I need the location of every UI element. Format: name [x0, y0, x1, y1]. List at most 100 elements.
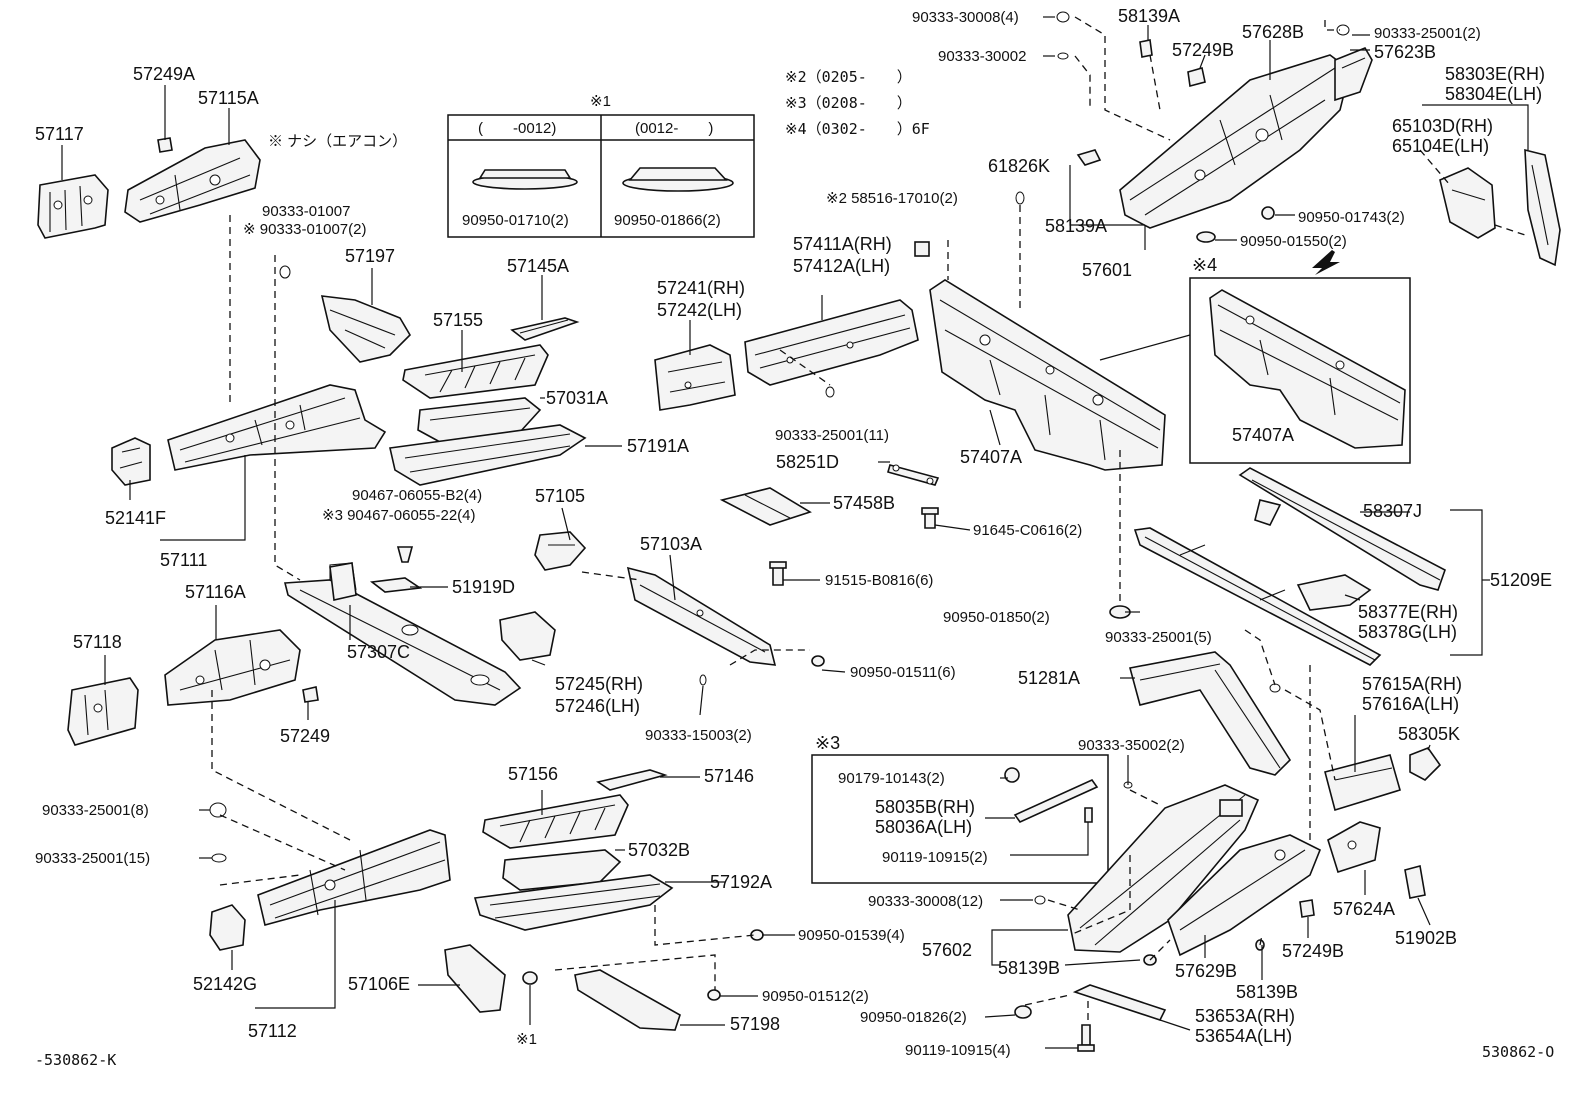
label-90333-15003: 90333-15003(2) [645, 727, 752, 744]
label-57103A: 57103A [640, 534, 702, 554]
variant-table: ※1 ( -0012) (0012- ) 90950-01710(2) 9095… [447, 93, 755, 238]
part-51919D-drawing [369, 577, 423, 593]
part-57602-drawing [1067, 784, 1260, 953]
label-57242: 57242(LH) [657, 300, 742, 320]
label-57116A: 57116A [185, 582, 246, 602]
label-57191A: 57191A [627, 436, 689, 456]
label-57629B: 57629B [1175, 961, 1237, 981]
label-90333-01007: 90333-01007 [262, 203, 350, 220]
label-51919D: 51919D [452, 577, 515, 597]
part-58139A-mid-drawing [1076, 149, 1102, 166]
part-57623B-drawing [1334, 47, 1373, 102]
part-57192A-drawing [473, 874, 674, 931]
label-61826K: 61826K [988, 156, 1050, 176]
footer-right-code: 530862-O [1482, 1043, 1554, 1061]
label-57624A: 57624A [1333, 899, 1395, 919]
label-58139A-mid: 58139A [1045, 216, 1107, 236]
label-90333-25001-2: 90333-25001(2) [1374, 25, 1481, 42]
label-90333-25001-8: 90333-25001(8) [42, 802, 149, 819]
label-57032B: 57032B [628, 840, 690, 860]
part-57407A-inset-drawing [1209, 250, 1406, 449]
label-58304E: 58304E(LH) [1445, 84, 1542, 104]
label-57411A: 57411A(RH) [793, 234, 892, 254]
table-col2-header: (0012- ) [635, 120, 713, 137]
label-90950-01550: 90950-01550(2) [1240, 233, 1347, 250]
table-col1-header: ( -0012) [478, 120, 556, 137]
note-4: ※4（0302- ）6F [785, 120, 930, 138]
label-58307J: 58307J [1363, 501, 1422, 521]
label-57407A: 57407A [960, 447, 1022, 467]
label-57246: 57246(LH) [555, 696, 640, 716]
label-52141F: 52141F [105, 508, 166, 528]
label-57623B: 57623B [1374, 42, 1436, 62]
label-57115A: 57115A [198, 88, 259, 108]
part-58139A-top-drawing [1139, 39, 1153, 58]
label-57245: 57245(RH) [555, 674, 643, 694]
part-57249B-top-drawing [1187, 66, 1206, 88]
label-57031A: 57031A [546, 388, 608, 408]
part-57112-drawing [257, 829, 451, 926]
label-58378G: 58378G(LH) [1358, 622, 1457, 642]
label-58139B-b: 58139B [1236, 982, 1298, 1002]
label-57407A-inset: 57407A [1232, 425, 1294, 445]
label-90467-22: ※3 90467-06055-22(4) [322, 507, 476, 524]
part-57197-drawing [320, 295, 412, 363]
label-57146: 57146 [704, 766, 754, 786]
part-51281A-drawing [1129, 651, 1292, 776]
label-90950-01743: 90950-01743(2) [1298, 209, 1405, 226]
part-90467-drawing [396, 546, 414, 563]
label-57601: 57601 [1082, 260, 1132, 280]
part-51902B-drawing [1404, 865, 1426, 899]
label-90333-30002: 90333-30002 [938, 48, 1026, 65]
label-51281A: 51281A [1018, 668, 1080, 688]
part-57249-drawing [302, 686, 319, 703]
label-nashi: ※ ナシ（エアコン） [268, 133, 407, 150]
part-57103A-drawing [626, 566, 777, 666]
label-57249B-b: 57249B [1282, 941, 1344, 961]
label-90333-25001-15: 90333-25001(15) [35, 850, 150, 867]
part-57411A-drawing [744, 299, 919, 386]
table-col1-part: 90950-01710(2) [462, 212, 569, 229]
clips-90950-top-drawing [1056, 11, 1350, 243]
leader-lines [61, 16, 1529, 1049]
label-90333-30008-4: 90333-30008(4) [912, 9, 1019, 26]
label-90950-01539: 90950-01539(4) [798, 927, 905, 944]
table-mark: ※1 [590, 93, 611, 110]
part-57249B-b-drawing [1299, 899, 1315, 918]
part-58307J-drawing [1238, 467, 1446, 591]
label-58377E: 58377E(RH) [1358, 602, 1458, 622]
part-57615A-drawing [1324, 754, 1401, 812]
label-57249A: 57249A [133, 64, 195, 84]
label-58139A-top: 58139A [1118, 6, 1180, 26]
label-57145A: 57145A [507, 256, 569, 276]
part-57629B-drawing [1167, 834, 1322, 957]
label-57602: 57602 [922, 940, 972, 960]
part-58377E-drawing [1296, 574, 1372, 611]
part-57106E-drawing [444, 944, 506, 1013]
part-57117-drawing [37, 174, 109, 239]
label-57106E: 57106E [348, 974, 410, 994]
part-53653A-drawing [1072, 984, 1167, 1021]
inset-box-3 [811, 754, 1109, 884]
label-90333-01007-2: ※ 90333-01007(2) [243, 221, 367, 238]
note-3: ※3（0208- ） [785, 94, 912, 112]
label-57118: 57118 [73, 632, 122, 652]
part-58516-drawing [914, 241, 930, 257]
label-90950-01826: 90950-01826(2) [860, 1009, 967, 1026]
label-57155: 57155 [433, 310, 483, 330]
label-57241: 57241(RH) [657, 278, 745, 298]
label-52142G: 52142G [193, 974, 257, 994]
label-mark4: ※4 [1192, 255, 1217, 275]
part-61826K-drawing [1015, 191, 1025, 205]
label-51902B: 51902B [1395, 928, 1457, 948]
label-mark1-bottom: ※1 [516, 1031, 537, 1048]
label-57111: 57111 [160, 550, 207, 570]
part-52141F-drawing [111, 437, 151, 486]
label-90333-30008-12: 90333-30008(12) [868, 893, 983, 910]
label-90333-25001-11: 90333-25001(11) [775, 427, 889, 444]
label-90950-01511: 90950-01511(6) [850, 664, 956, 681]
note-2: ※2（0205- ） [785, 68, 912, 86]
label-90950-01850: 90950-01850(2) [943, 609, 1050, 626]
part-57145A-drawing [510, 317, 580, 341]
